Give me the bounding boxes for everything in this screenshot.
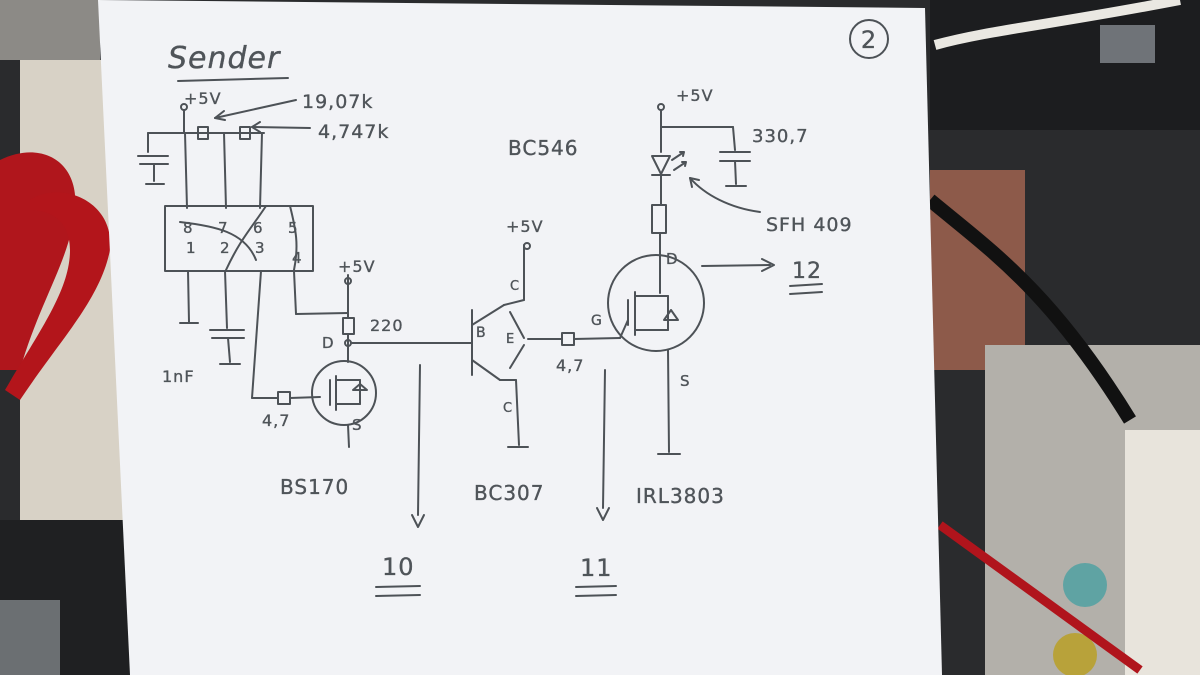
ic-pin-2: 2 (220, 239, 231, 257)
irl-drain-label: D (666, 250, 679, 268)
ic-pin-1: 1 (186, 239, 197, 257)
paper-sheet (98, 0, 942, 675)
led-resistor-value-label: 330,7 (752, 126, 809, 147)
irl-gate-label: G (591, 313, 603, 329)
teal-connector (1063, 563, 1107, 607)
yellow-connector (1053, 633, 1097, 675)
ic-pin-4: 4 (292, 249, 303, 267)
bc307-part-label: BC307 (474, 481, 545, 505)
bc546-symbol (471, 304, 505, 326)
ic-pin-8: 8 (183, 219, 194, 237)
irl3803-stage (607, 103, 823, 455)
ic-pin-5: 5 (288, 219, 299, 237)
net-11-arrow (575, 369, 617, 597)
push-pull-pair (459, 242, 621, 448)
bc307-symbol (471, 359, 501, 381)
net-10-arrow (375, 364, 425, 597)
bs170-mosfet-symbol (311, 360, 377, 426)
net-10-label: 10 (382, 553, 415, 581)
bs170-source-label: S (352, 416, 363, 434)
bc546-collector-label: C (510, 279, 520, 294)
ic-pin-3: 3 (255, 239, 266, 257)
irl-source-label: S (680, 372, 691, 390)
ic-body (164, 205, 314, 272)
net-12-arrow (701, 264, 771, 267)
ic-pin-7: 7 (218, 219, 229, 237)
red-wire (937, 521, 1143, 674)
supply-label-b: +5V (338, 257, 376, 276)
resistor-220-label: 220 (370, 316, 404, 335)
title-underline (177, 77, 289, 82)
resistor-4k7 (239, 126, 251, 140)
supply-label-c: +5V (506, 217, 544, 236)
page-number-badge: 2 (849, 19, 889, 59)
supply-network-left (137, 99, 311, 209)
infrared-led (651, 155, 671, 175)
net-11-label: 11 (580, 554, 613, 582)
timer-ic (164, 205, 314, 272)
r1-value-label: 19,07k (302, 91, 373, 113)
gate-resistor-left-label: 4,7 (262, 411, 290, 430)
bc546-part-label: BC546 (508, 136, 579, 160)
net-12-label: 12 (792, 259, 822, 284)
supply-label-d: +5V (676, 86, 714, 105)
transistor-part (1100, 25, 1155, 63)
r2-value-label: 4,747k (318, 121, 389, 143)
emitter-label: E (506, 332, 515, 347)
bs170-part-label: BS170 (280, 475, 349, 499)
bs170-drain-label: D (322, 334, 335, 352)
breadboard (1125, 430, 1200, 675)
capacitor-value-label: 1nF (162, 367, 195, 386)
ic-pin-6: 6 (253, 219, 264, 237)
irl3803-mosfet-symbol (607, 254, 705, 352)
supply-label-a: +5V (184, 89, 222, 108)
resistor-19k (197, 126, 209, 140)
page-number: 2 (861, 26, 877, 54)
ic-lower-wiring (179, 270, 349, 405)
irl3803-part-label: IRL3803 (636, 484, 725, 508)
gate-resistor-right-label: 4,7 (556, 356, 584, 375)
led-part-label: SFH 409 (766, 214, 853, 236)
bs170-stage (311, 274, 471, 448)
scissors-handle (5, 192, 111, 400)
diagram-title: Sender (168, 41, 281, 76)
base-label: B (476, 325, 487, 341)
white-clip-wire (933, 0, 1181, 50)
probe-cable (925, 194, 1136, 424)
bc307-collector-label: C (503, 401, 513, 416)
